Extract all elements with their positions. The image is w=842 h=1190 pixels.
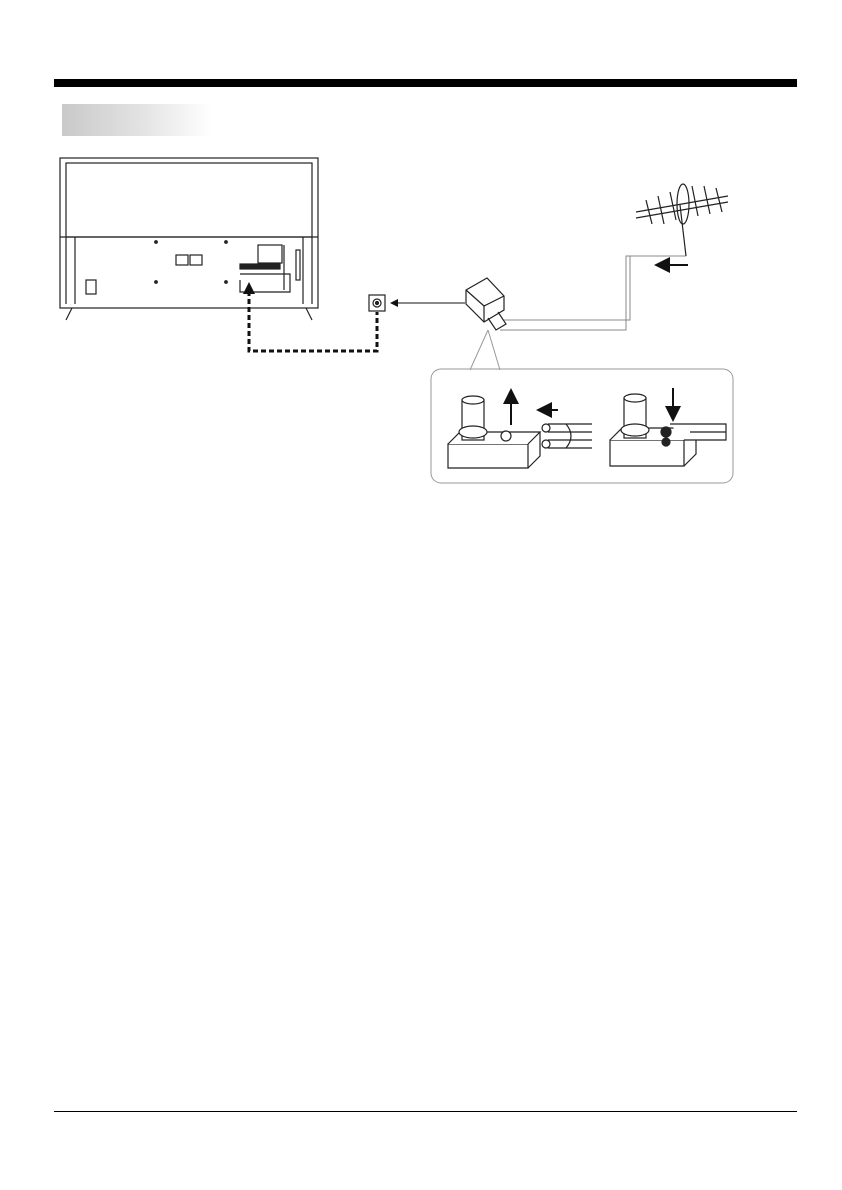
plug-open-icon [448,396,540,468]
footer-rule [54,1111,797,1112]
wall-socket-icon [369,295,385,311]
outdoor-antenna-icon [636,184,728,256]
up-arrow-icon [243,282,255,294]
antenna-connection-diagram [0,0,842,500]
dashed-cable [249,291,377,351]
antenna-cable [500,256,686,330]
wire-ends-icon [542,424,592,448]
tv-rear-icon [60,158,318,320]
plug-closed-icon [610,394,726,466]
antenna-plug-icon [466,278,506,330]
